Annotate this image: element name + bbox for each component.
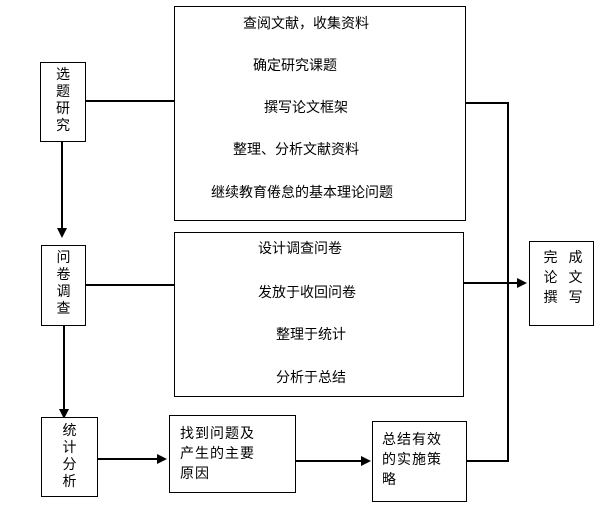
complete-char: 完	[543, 250, 558, 266]
complete-char: 文	[568, 270, 583, 286]
step-organize-literature: 整理、分析文献资料	[233, 142, 359, 158]
step-determine-topic: 确定研究课题	[253, 58, 337, 74]
stage-stats-char: 分	[62, 457, 77, 473]
stage-topic-research: 选 题 研 究	[40, 62, 86, 142]
find-problem-line: 原因	[180, 466, 210, 482]
stage-stats-char: 析	[62, 474, 77, 490]
complete-char: 论	[543, 270, 558, 286]
stage-survey-char: 卷	[56, 267, 71, 283]
stage-questionnaire-survey: 问 卷 调 查	[41, 245, 86, 326]
stage-topic-char: 研	[56, 101, 70, 117]
stage-statistical-analysis: 统 计 分 析	[41, 417, 98, 497]
effective-strategy-box: 总结有效 的实施策 略	[372, 421, 467, 502]
complete-char: 撰	[543, 290, 558, 306]
stage-stats-char: 统	[62, 423, 77, 439]
strategy-line: 的实施策	[382, 452, 442, 468]
step-analyze-summarize: 分析于总结	[276, 370, 346, 386]
stage-survey-char: 查	[56, 301, 71, 317]
step-write-framework: 撰写论文框架	[264, 100, 348, 116]
step-design-questionnaire: 设计调查问卷	[258, 241, 342, 257]
stage-survey-char: 问	[56, 250, 71, 266]
complete-thesis-box: 完 成 论 文 撰 写	[529, 241, 594, 326]
find-problem-box: 找到问题及 产生的主要 原因	[169, 415, 296, 493]
strategy-line: 总结有效	[382, 432, 442, 448]
step-consult-literature: 查阅文献，收集资料	[243, 16, 369, 32]
strategy-line: 略	[382, 472, 397, 488]
literature-review-box: 查阅文献，收集资料 确定研究课题 撰写论文框架 整理、分析文献资料 继续教育倦怠…	[174, 6, 466, 221]
questionnaire-process-box: 设计调查问卷 发放于收回问卷 整理于统计 分析于总结	[174, 232, 464, 397]
stage-topic-char: 选	[56, 67, 70, 83]
complete-char: 成	[568, 250, 583, 266]
stage-topic-char: 究	[56, 118, 70, 134]
step-distribute-collect: 发放于收回问卷	[258, 285, 356, 301]
complete-char: 写	[568, 290, 583, 306]
step-organize-statistics: 整理于统计	[276, 327, 346, 343]
stage-survey-char: 调	[56, 284, 71, 300]
find-problem-line: 产生的主要	[180, 446, 255, 462]
find-problem-line: 找到问题及	[180, 426, 255, 442]
stage-stats-char: 计	[62, 440, 77, 456]
stage-topic-char: 题	[56, 84, 70, 100]
step-theory-issues: 继续教育倦怠的基本理论问题	[211, 185, 393, 201]
